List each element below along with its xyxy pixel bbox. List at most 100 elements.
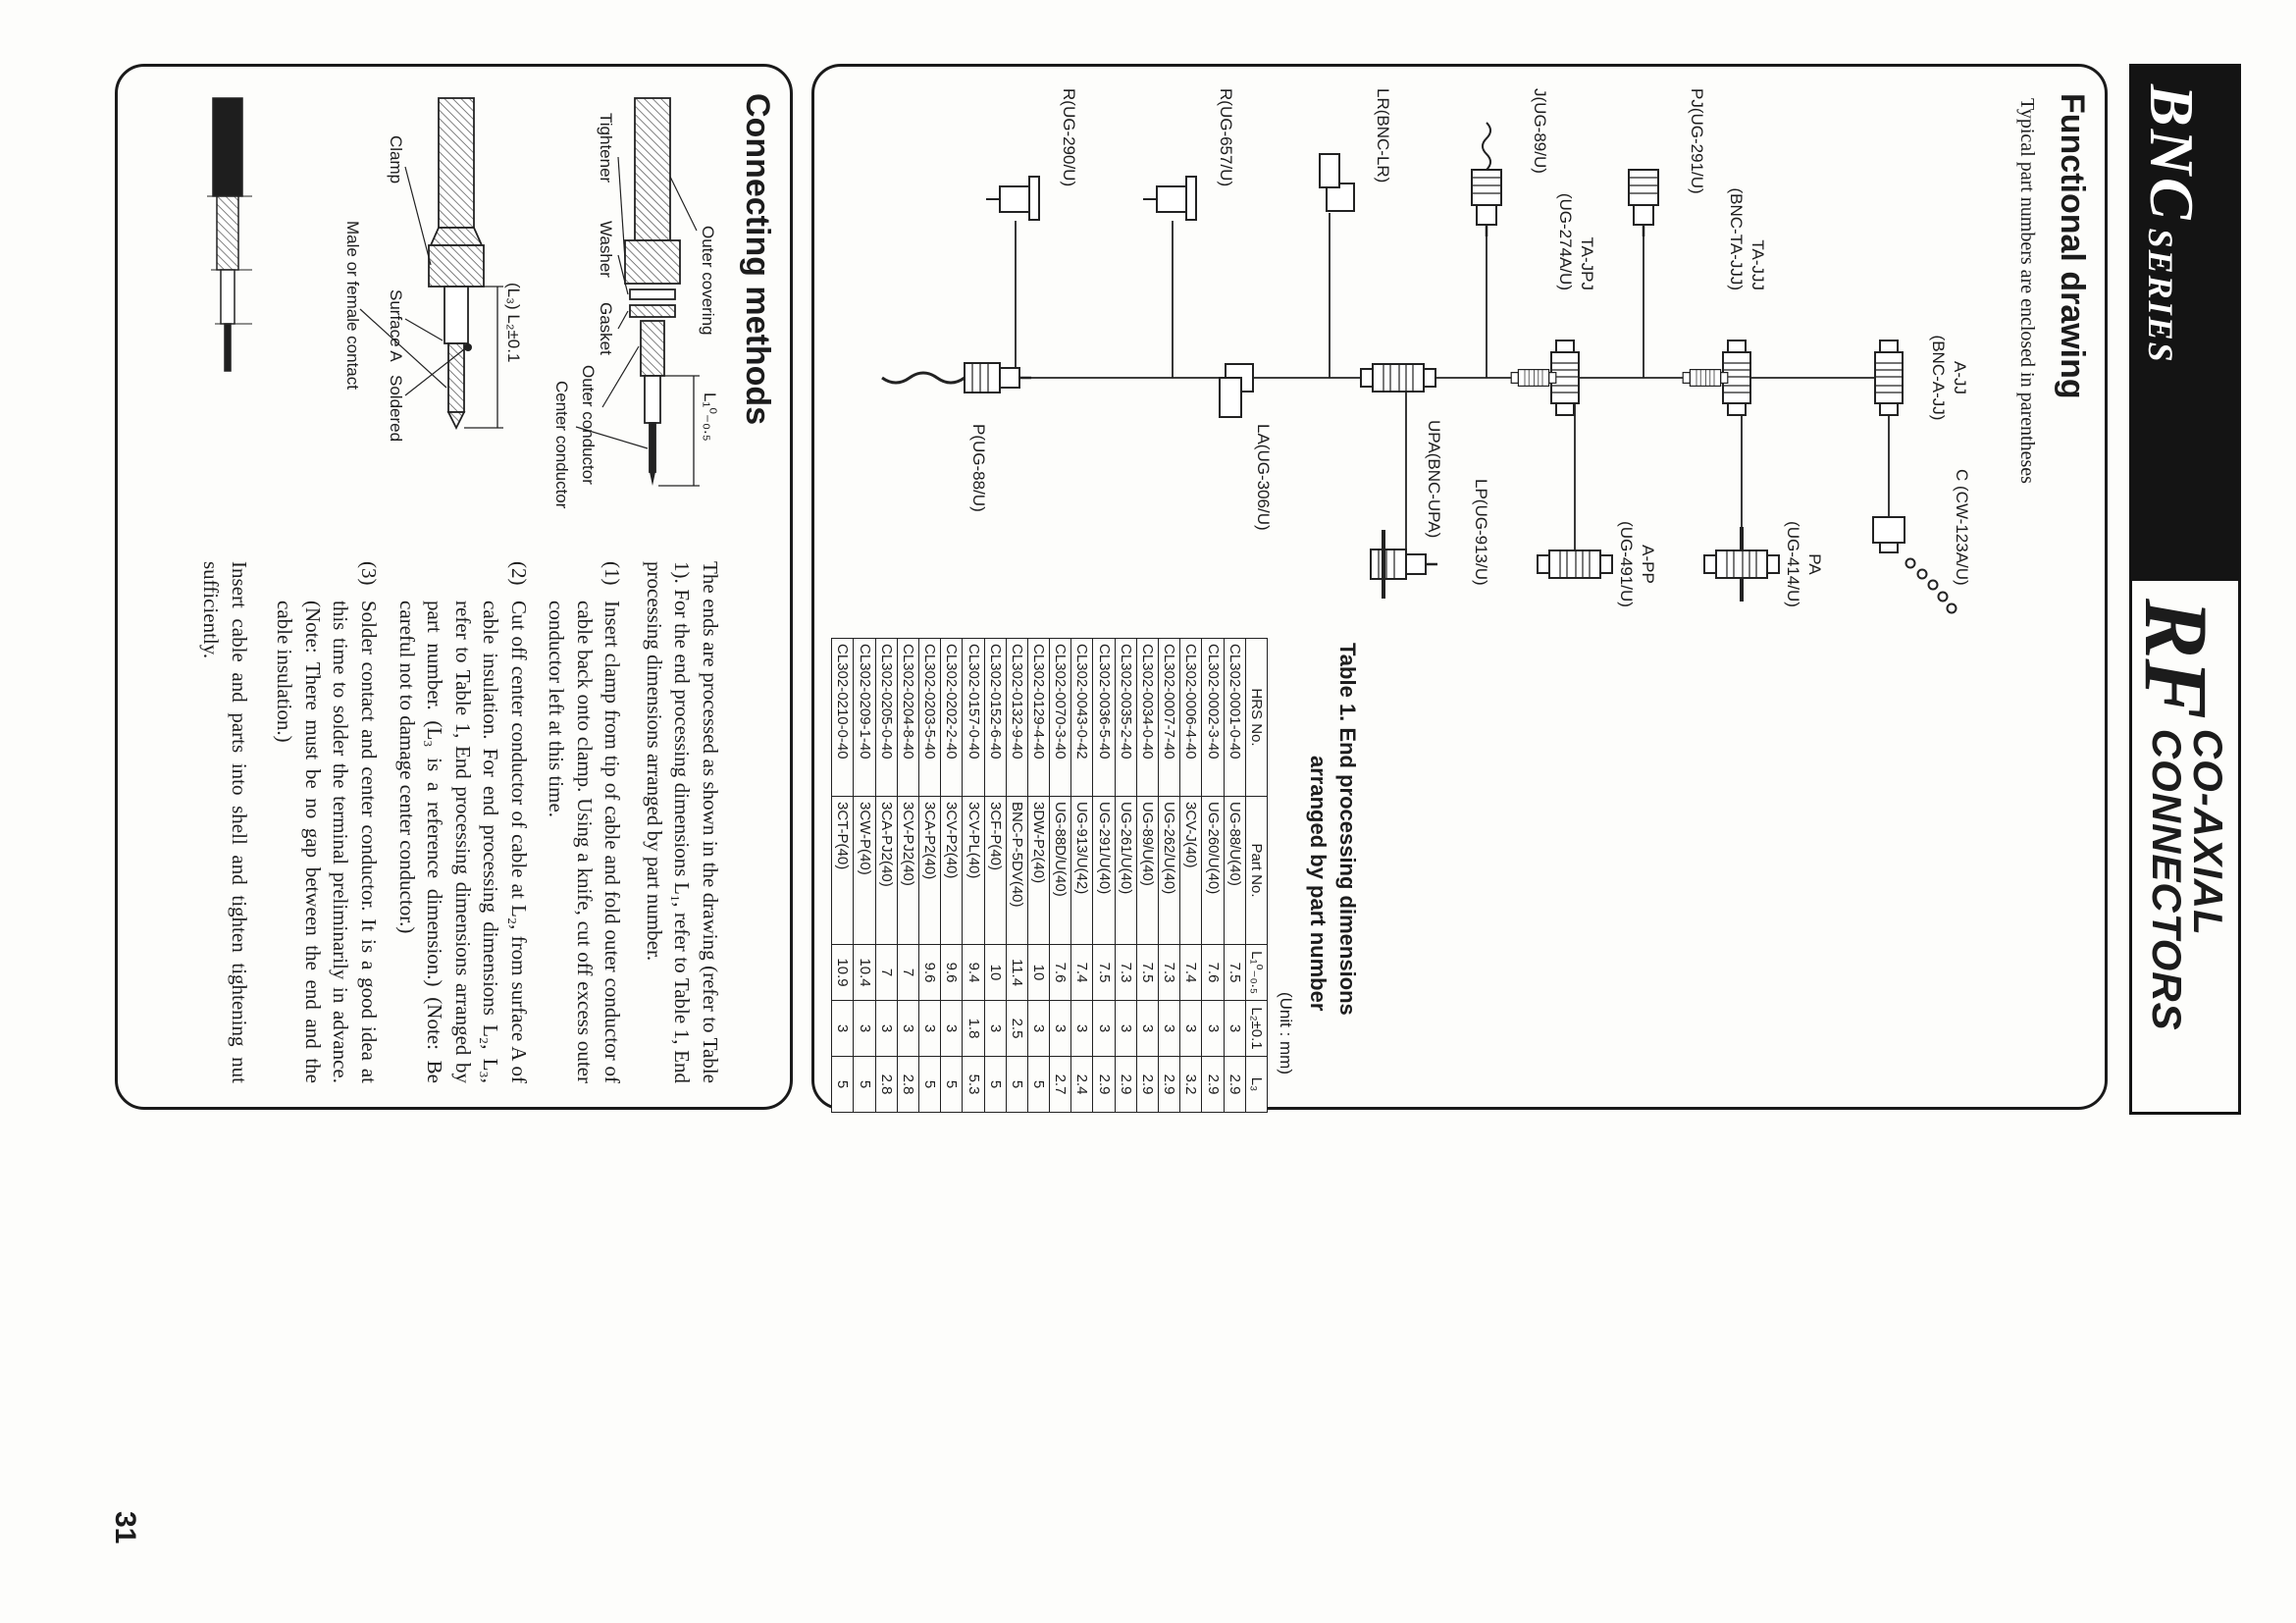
cell-l1: 10 <box>984 944 1007 1001</box>
label-a-jj: A-JJ (BNC-A-JJ) <box>1928 335 1969 421</box>
cell-l2: 3 <box>1049 1000 1071 1057</box>
cell-part-no: 3CT-P(40) <box>831 796 854 945</box>
cell-hrs-no: CL302-0132-9-40 <box>1006 638 1028 797</box>
cell-l3: 5 <box>984 1056 1007 1113</box>
table-row: CL302-0007-7-40 UG-262/U(40) 7.3 3 2.9 <box>1158 638 1180 1113</box>
table-row: CL302-0006-4-40 3CV-J(40) 7.4 3 3.2 <box>1179 638 1202 1113</box>
step-text: Insert clamp from tip of cable and fold … <box>545 601 625 1083</box>
cell-part-no: UG-89/U(40) <box>1136 796 1159 945</box>
table-header-row: HRS No. Part No. L₁⁰₋₀.₅ L₂±0.1 L₃ <box>1245 638 1268 1113</box>
col-header-l3: L₃ <box>1245 1056 1268 1113</box>
connecting-methods-graphic <box>207 97 700 487</box>
label-p: P(UG-88/U) <box>969 424 988 512</box>
label-ta-jjj: TA-JJJ (BNC-TA-JJJ) <box>1726 187 1767 291</box>
end-processing-table: HRS No. Part No. L₁⁰₋₀.₅ L₂±0.1 L₃ CL302… <box>831 638 1268 1113</box>
cell-l2: 3 <box>1070 1000 1093 1057</box>
cell-l3: 5 <box>831 1056 854 1113</box>
table-row: CL302-0034-0-40 UG-89/U(40) 7.5 3 2.9 <box>1136 638 1159 1113</box>
functional-drawing-subtitle: Typical part numbers are enclosed in par… <box>2016 98 2038 484</box>
cell-l1: 7.5 <box>1136 944 1159 1001</box>
product-type: CO-AXIAL CONNECTORS <box>2144 728 2231 1031</box>
cell-l2: 3 <box>1179 1000 1202 1057</box>
cell-l2: 3 <box>1093 1000 1116 1057</box>
cell-part-no: 3CW-P(40) <box>853 796 876 945</box>
cell-hrs-no: CL302-0035-2-40 <box>1115 638 1137 797</box>
label-pa: PA (UG-414/U) <box>1783 521 1824 607</box>
cell-l1: 10.4 <box>853 944 876 1001</box>
cell-part-no: 3CA-PJ2(40) <box>875 796 898 945</box>
table-row: CL302-0132-9-40 BNC-P-5DV(40) 11.4 2.5 5 <box>1006 638 1028 1113</box>
table-row: CL302-0209-1-40 3CW-P(40) 10.4 3 5 <box>853 638 876 1113</box>
cell-part-no: UG-260/U(40) <box>1201 796 1225 945</box>
cell-hrs-no: CL302-0007-7-40 <box>1158 638 1180 797</box>
table-row: CL302-0035-2-40 UG-261/U(40) 7.3 3 2.9 <box>1115 638 1137 1113</box>
cell-l1: 10.9 <box>831 944 854 1001</box>
cell-part-no: 3CV-J(40) <box>1179 796 1202 945</box>
cell-l1: 7.6 <box>1201 944 1225 1001</box>
cell-part-no: 3CV-PJ2(40) <box>897 796 919 945</box>
cell-part-no: 3CV-P2(40) <box>940 796 963 945</box>
cell-l2: 3 <box>984 1000 1007 1057</box>
cell-part-no: 3DW-P2(40) <box>1027 796 1050 945</box>
label-a-pp: A-PP (UG-491/U) <box>1616 521 1657 607</box>
cell-part-no: 3CV-PL(40) <box>962 796 985 945</box>
cell-l2: 3 <box>1115 1000 1137 1057</box>
label-contact: Male or female contact <box>343 221 362 390</box>
cell-l3: 2.7 <box>1049 1056 1071 1113</box>
cell-l2: 3 <box>1201 1000 1225 1057</box>
cell-hrs-no: CL302-0209-1-40 <box>853 638 876 797</box>
cell-l1: 9.4 <box>962 944 985 1001</box>
product-line: RF <box>2126 599 2227 719</box>
cell-part-no: 3CF-P(40) <box>984 796 1007 945</box>
cell-l3: 2.9 <box>1158 1056 1180 1113</box>
cell-l1: 7.6 <box>1049 944 1071 1001</box>
cell-hrs-no: CL302-0034-0-40 <box>1136 638 1159 797</box>
label-surface-a: Surface A <box>387 289 405 362</box>
cell-l3: 5.3 <box>962 1056 985 1113</box>
series-banner: BNC SERIES <box>2132 67 2238 581</box>
label-soldered: Soldered <box>387 375 405 443</box>
table-row: CL302-0043-0-42 UG-913/U(42) 7.4 3 2.4 <box>1070 638 1093 1113</box>
label-lp: LP(UG-913/U) <box>1472 479 1490 586</box>
cell-hrs-no: CL302-0210-0-40 <box>831 638 854 797</box>
connecting-intro: The ends are processed as shown in the d… <box>642 561 722 1083</box>
label-upa: UPA(BNC-UPA) <box>1425 420 1443 539</box>
col-header-hrs-no: HRS No. <box>1245 638 1268 797</box>
cell-l3: 2.9 <box>1115 1056 1137 1113</box>
instruction-step: (2) Cut off center conductor of cable at… <box>392 561 533 1083</box>
cell-part-no: UG-261/U(40) <box>1115 796 1137 945</box>
cell-l3: 2.8 <box>875 1056 898 1113</box>
cell-l3: 5 <box>853 1056 876 1113</box>
cell-l3: 5 <box>918 1056 941 1113</box>
table-row: CL302-0002-3-40 UG-260/U(40) 7.6 3 2.9 <box>1201 638 1225 1113</box>
cell-hrs-no: CL302-0006-4-40 <box>1179 638 1202 797</box>
col-header-l1: L₁⁰₋₀.₅ <box>1245 944 1268 1001</box>
table-row: CL302-0070-3-40 UG-88D/U(40) 7.6 3 2.7 <box>1049 638 1071 1113</box>
page-number: 31 <box>109 1511 141 1544</box>
label-r-290: R(UG-290/U) <box>1060 88 1078 187</box>
cell-l1: 7.3 <box>1115 944 1137 1001</box>
table-row: CL302-0129-4-40 3DW-P2(40) 10 3 5 <box>1027 638 1050 1113</box>
step-text: Cut off center conductor of cable at L₂,… <box>394 601 531 1083</box>
table-row: CL302-0157-0-40 3CV-PL(40) 9.4 1.8 5.3 <box>962 638 985 1113</box>
series-name: BNC <box>2137 84 2207 223</box>
table-row: CL302-0210-0-40 3CT-P(40) 10.9 3 5 <box>831 638 854 1113</box>
table-row: CL302-0001-0-40 UG-88/U(40) 7.5 3 2.9 <box>1224 638 1246 1113</box>
label-outer-covering: Outer covering <box>699 226 717 336</box>
instruction-step: (1) Insert clamp from tip of cable and f… <box>543 561 627 1083</box>
cell-l2: 3 <box>875 1000 898 1057</box>
cell-hrs-no: CL302-0002-3-40 <box>1201 638 1225 797</box>
cell-hrs-no: CL302-0043-0-42 <box>1070 638 1093 797</box>
step-text: Solder contact and center conductor. It … <box>273 601 381 1083</box>
col-header-l2: L₂±0.1 <box>1245 1000 1268 1057</box>
label-r-657: R(UG-657/U) <box>1217 88 1235 187</box>
cell-l3: 5 <box>940 1056 963 1113</box>
cell-hrs-no: CL302-0036-5-40 <box>1093 638 1116 797</box>
cell-l3: 2.9 <box>1201 1056 1225 1113</box>
cell-l2: 3 <box>897 1000 919 1057</box>
cell-l1: 7.5 <box>1224 944 1246 1001</box>
cell-l2: 3 <box>918 1000 941 1057</box>
label-l2-dimension: (L₃) L₂±0.1 <box>504 283 523 363</box>
